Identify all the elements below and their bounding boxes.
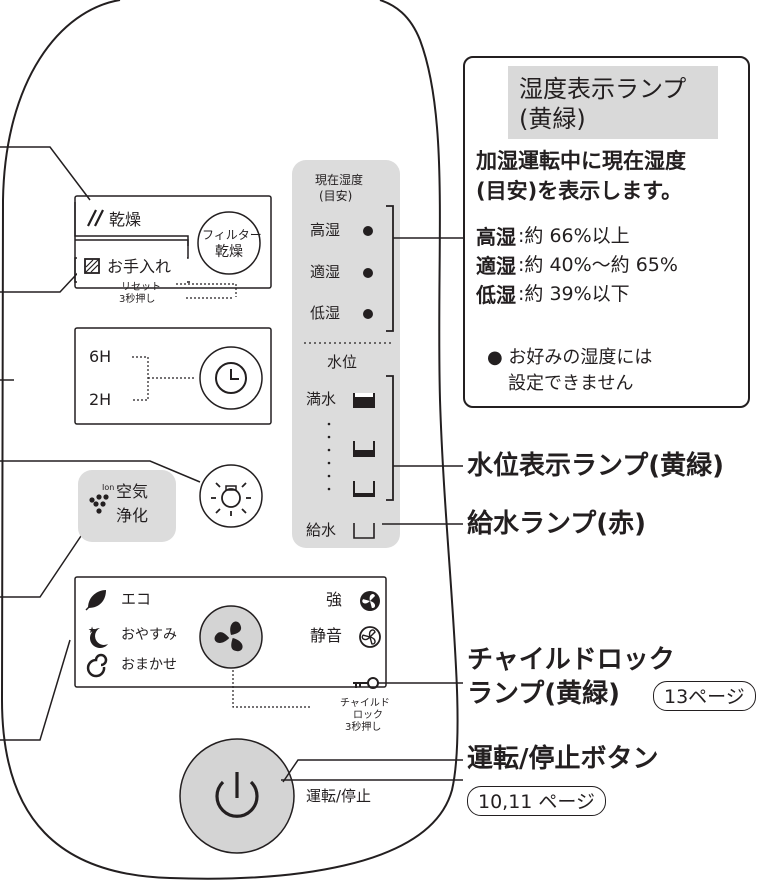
humidity-lamp-title-1: 湿度表示ランプ <box>519 75 687 103</box>
air-purify-button-shape <box>78 470 176 542</box>
child-lock-page-badge: 13ページ <box>653 681 756 711</box>
refill-label: 給水 <box>306 521 337 539</box>
reset-label-2: 3秒押し <box>119 294 156 305</box>
low-key: 低湿 <box>476 283 516 307</box>
auto-label: おまかせ <box>121 657 177 673</box>
leader-air <box>0 529 86 598</box>
air-purify-label-1: 空気 <box>116 482 149 501</box>
svg-text:★: ★ <box>88 626 96 636</box>
timer-button[interactable] <box>200 347 262 409</box>
low-humidity-label: 低湿 <box>310 304 341 322</box>
fan-mode-button[interactable] <box>200 606 262 668</box>
filter-dry-label-1: フィルター <box>202 228 262 242</box>
mid-key: 適湿 <box>476 254 516 278</box>
humidity-lamp-title-2: (黄緑) <box>519 105 586 133</box>
quiet-label: 静音 <box>310 626 343 645</box>
air-purify-button[interactable]: Ion 空気 浄化 <box>78 470 176 542</box>
power-label: 運転/停止 <box>306 787 372 805</box>
humidity-callout-title-bg <box>508 66 718 139</box>
humidity-header-2: (目安) <box>319 189 353 203</box>
refill-lamp-label: 給水ランプ(赤) <box>467 509 646 539</box>
filter-dry-label-2: 乾燥 <box>215 244 243 260</box>
fan-button-shape <box>199 605 263 669</box>
leader-ion <box>0 460 201 483</box>
humidity-header-1: 現在湿度 <box>315 173 364 187</box>
sleep-label: おやすみ <box>121 627 177 643</box>
child-lock-label-2: ロック <box>353 710 383 721</box>
strong-label: 強 <box>326 590 343 609</box>
air-purify-label-2: 浄化 <box>116 506 149 525</box>
ion-light-button[interactable] <box>200 465 262 527</box>
water-level-label: 水位 <box>327 353 358 371</box>
filter-dry-button-shape <box>197 211 261 275</box>
mode-group-box <box>74 576 387 688</box>
leader-mode <box>0 639 71 741</box>
power-page-badge: 10,11 ページ <box>467 786 607 816</box>
power-button[interactable] <box>180 739 294 853</box>
ion-button-shape <box>199 464 263 528</box>
high-humidity-label: 高湿 <box>310 221 341 239</box>
note-line-1: ● お好みの湿度には <box>487 347 653 368</box>
water-level-lamp-label: 水位表示ランプ(黄緑) <box>467 451 724 481</box>
humidity-desc-1: 加湿運転中に現在湿度 <box>476 149 686 173</box>
mid-humidity-label: 適湿 <box>310 263 341 281</box>
dry-label: 乾燥 <box>109 210 142 229</box>
full-water-label: 満水 <box>306 390 337 408</box>
timer-group-box <box>74 327 272 425</box>
filter-dry-button[interactable]: フィルター 乾燥 <box>198 212 262 274</box>
humidity-desc-2: (目安)を表示します。 <box>476 179 683 203</box>
child-lock-lamp-label-2: ランプ(黄緑) <box>467 679 620 709</box>
power-button-label: 運転/停止ボタン <box>467 744 659 774</box>
child-lock-lamp-label-1: チャイルドロック <box>467 645 675 675</box>
ion-label: Ion <box>102 483 115 492</box>
leader-dry <box>0 146 91 201</box>
child-lock-label-1: チャイルド <box>340 698 390 709</box>
timer-6h-label: 6H <box>89 347 112 366</box>
reset-label-1: リセット <box>121 282 161 293</box>
mid-val: :約 40%〜約 65% <box>518 254 678 276</box>
care-label: お手入れ <box>107 257 172 276</box>
child-lock-label-3: 3秒押し <box>345 722 382 733</box>
high-val: :約 66%以上 <box>518 225 630 247</box>
low-val: :約 39%以下 <box>518 283 630 305</box>
device-outline <box>0 0 459 880</box>
note-line-2: 設定できません <box>508 373 634 394</box>
timer-2h-label: 2H <box>89 390 112 409</box>
high-key: 高湿 <box>476 225 516 249</box>
eco-label: エコ <box>121 590 152 608</box>
